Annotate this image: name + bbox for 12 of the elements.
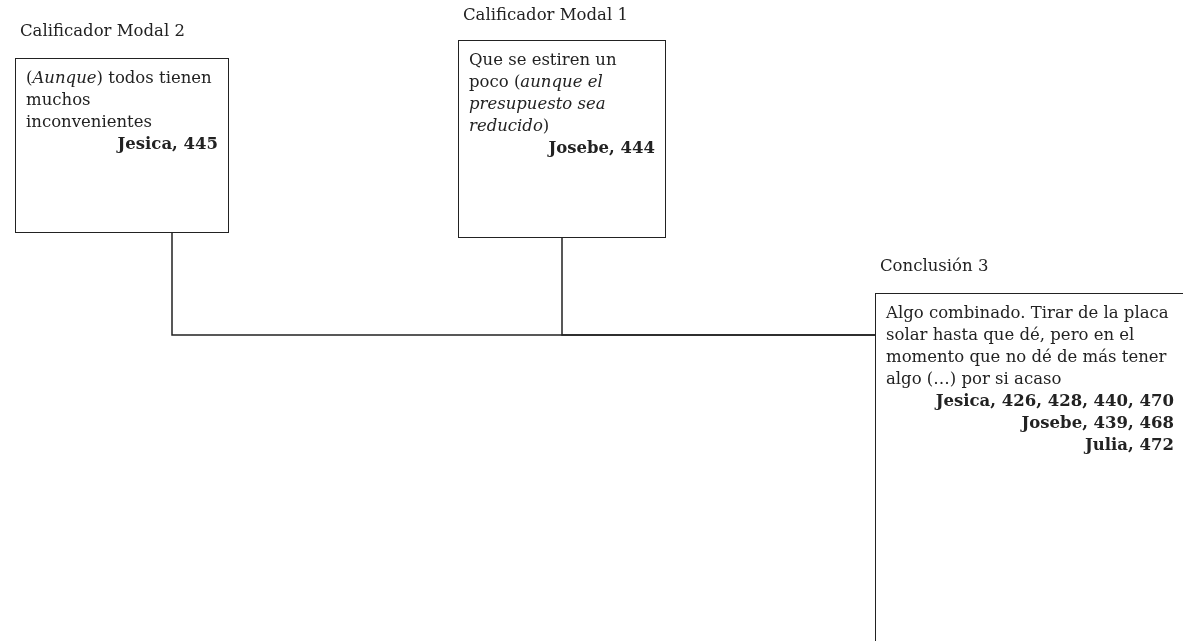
connector-line <box>561 237 876 336</box>
quote-text: Que se estiren un poco (aunque el presupuesto sea reducido) <box>469 49 618 137</box>
box-heading: Calificador Modal 1 <box>463 4 628 26</box>
quote-text: Algo combinado. Tirar de la placa solar hasta que dé, pero en el momento que no dé de más tener algo (…) por si acaso <box>886 302 1170 390</box>
source-reference: Jesica, 426, 428, 440, 470 <box>933 390 1174 412</box>
source-reference: Jesica, 445 <box>115 133 218 155</box>
quote-text: (Aunque) todos tienen muchos inconvenientes <box>26 67 213 133</box>
box-heading: Calificador Modal 2 <box>20 20 185 42</box>
box-heading: Conclusión 3 <box>880 255 989 277</box>
source-reference: Josebe, 444 <box>546 137 655 159</box>
source-reference: Julia, 472 <box>1082 434 1174 456</box>
source-reference: Josebe, 439, 468 <box>1019 412 1174 434</box>
